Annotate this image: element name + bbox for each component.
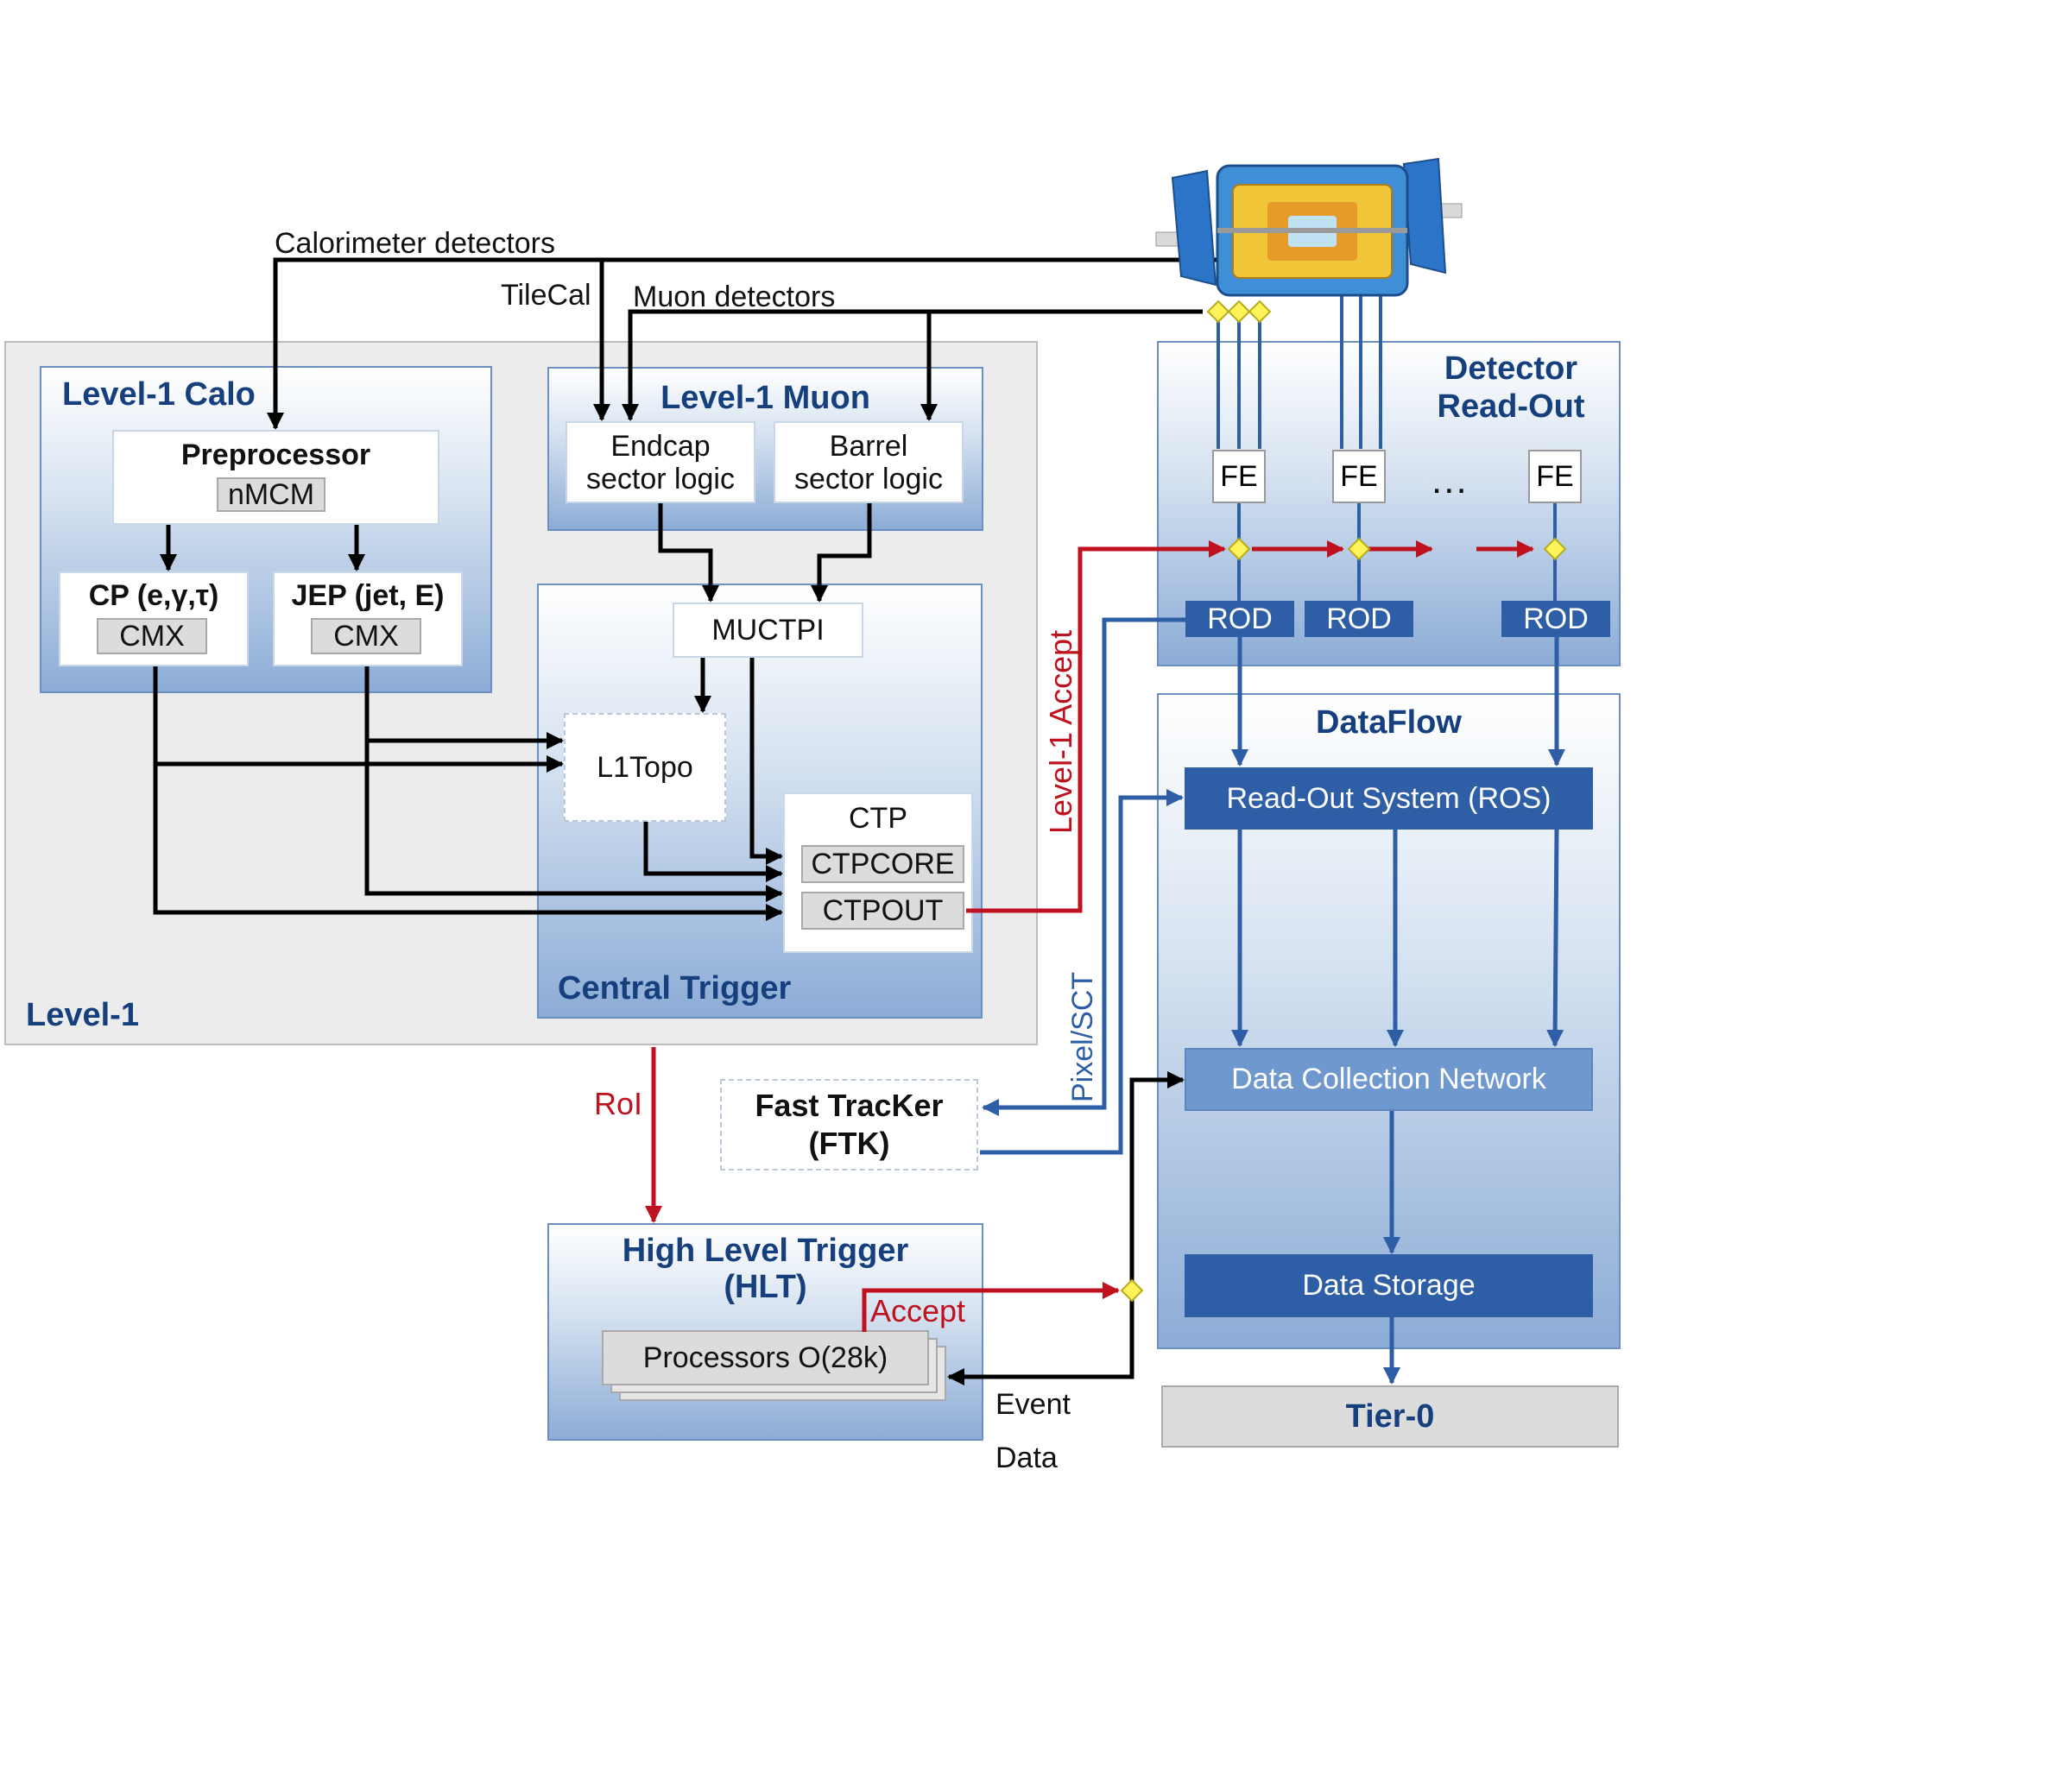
fe-ellipsis: ...: [1431, 459, 1469, 502]
calorimeter-detectors-label: Calorimeter detectors: [275, 227, 556, 260]
l1topo-box: L1Topo: [564, 713, 726, 822]
data-collection-network-box: Data Collection Network: [1185, 1048, 1593, 1111]
diamond-icon: [1227, 537, 1251, 561]
ftk-box: Fast TracKer (FTK): [720, 1079, 978, 1170]
event-data-label: Event Data: [995, 1388, 1071, 1474]
atlas-detector-icon: [1155, 157, 1463, 297]
level1-title: Level-1: [26, 997, 139, 1033]
nmcm-chip: nMCM: [217, 477, 325, 512]
diamond-icon: [1543, 537, 1567, 561]
detector-input-lines: [153, 257, 1334, 1385]
fe-box-2: FE: [1332, 450, 1386, 503]
central-trigger-title: Central Trigger: [558, 970, 792, 1006]
processors-box: Processors O(28k): [602, 1330, 929, 1385]
red-signal-lines: [645, 540, 1534, 1332]
accept-label: Accept: [870, 1293, 966, 1328]
jep-cmx-chip: CMX: [311, 618, 421, 654]
rod-box-1: ROD: [1185, 601, 1294, 637]
barrel-sector-logic: Barrel sector logic: [774, 421, 964, 503]
data-storage-box: Data Storage: [1185, 1254, 1593, 1317]
preprocessor-label: Preprocessor: [180, 438, 371, 471]
diamond-icon: [1227, 300, 1251, 324]
pixel-sct-label: Pixel/SCT: [1066, 972, 1099, 1102]
ctpcore-chip: CTPCORE: [801, 845, 964, 883]
rod-box-3: ROD: [1501, 601, 1610, 637]
dataflow-title: DataFlow: [1316, 704, 1462, 741]
diamond-icon: [1347, 537, 1371, 561]
tilecal-label: TileCal: [501, 279, 591, 312]
level1-muon-title: Level-1 Muon: [660, 379, 870, 416]
hlt-title: High Level Trigger (HLT): [622, 1233, 909, 1305]
ros-box: Read-Out System (ROS): [1185, 767, 1593, 830]
cp-label: CP (e,γ,τ): [88, 578, 219, 612]
muctpi-box: MUCTPI: [673, 603, 863, 658]
cp-cmx-chip: CMX: [97, 618, 207, 654]
detector-readout-title: Detector Read-Out: [1437, 350, 1585, 425]
ctpout-chip: CTPOUT: [801, 892, 964, 930]
jep-label: JEP (jet, E): [291, 578, 445, 612]
fe-box-3: FE: [1528, 450, 1582, 503]
fe-box-1: FE: [1212, 450, 1266, 503]
muon-detectors-label: Muon detectors: [633, 281, 836, 313]
blue-flow-arrows: [980, 617, 1565, 1385]
endcap-sector-logic: Endcap sector logic: [566, 421, 755, 503]
rod-box-2: ROD: [1305, 601, 1413, 637]
tier0-box: Tier-0: [1161, 1385, 1619, 1448]
level1-accept-label: Level-1 Accept: [1043, 630, 1078, 834]
diamond-icon: [1120, 1278, 1144, 1303]
diamond-icon: [1206, 300, 1230, 324]
level1-calo-title: Level-1 Calo: [62, 376, 256, 413]
ctp-label: CTP: [849, 801, 907, 835]
roi-label: RoI: [594, 1086, 643, 1121]
diamond-icon: [1248, 300, 1272, 324]
